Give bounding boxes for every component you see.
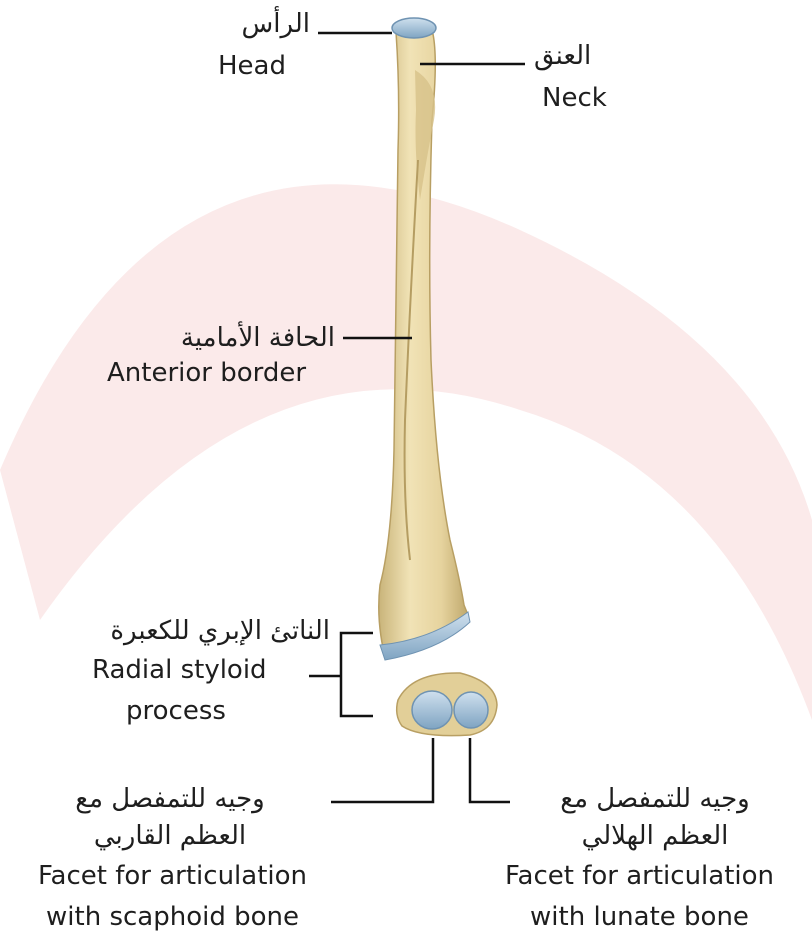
scaphoid-facet-label-ar-1: وجيه للتمفصل مع bbox=[20, 782, 320, 816]
lunate-facet-label-en-1: Facet for articulation bbox=[467, 859, 812, 893]
lunate-facet-label-ar-2: العظم الهلالي bbox=[505, 819, 805, 853]
radial-styloid-label-ar: الناتئ الإبري للكعبرة bbox=[40, 614, 330, 648]
head-label-en: Head bbox=[218, 49, 286, 83]
lunate-facet-label-en-2: with lunate bone bbox=[467, 900, 812, 934]
scaphoid-facet bbox=[412, 691, 452, 729]
radial-styloid-label-en-1: Radial styloid bbox=[92, 653, 267, 687]
lunate-facet-label-ar-1: وجيه للتمفصل مع bbox=[505, 782, 805, 816]
anterior-border-label-ar: الحافة الأمامية bbox=[90, 321, 335, 355]
lunate-facet bbox=[454, 692, 488, 728]
radial-styloid-label-en-2: process bbox=[126, 694, 226, 728]
lunate-leader bbox=[470, 738, 510, 802]
scaphoid-facet-label-en-1: Facet for articulation bbox=[0, 859, 345, 893]
neck-label-ar: العنق bbox=[534, 39, 622, 73]
scaphoid-facet-label-ar-2: العظم القاربي bbox=[20, 819, 320, 853]
scaphoid-facet-label-en-2: with scaphoid bone bbox=[0, 900, 345, 934]
neck-label-en: Neck bbox=[542, 81, 607, 115]
scaphoid-leader bbox=[331, 738, 433, 802]
head-label-ar: الرأس bbox=[215, 7, 310, 41]
anterior-border-label-en: Anterior border bbox=[107, 356, 306, 390]
radial-head-cartilage bbox=[392, 18, 436, 38]
